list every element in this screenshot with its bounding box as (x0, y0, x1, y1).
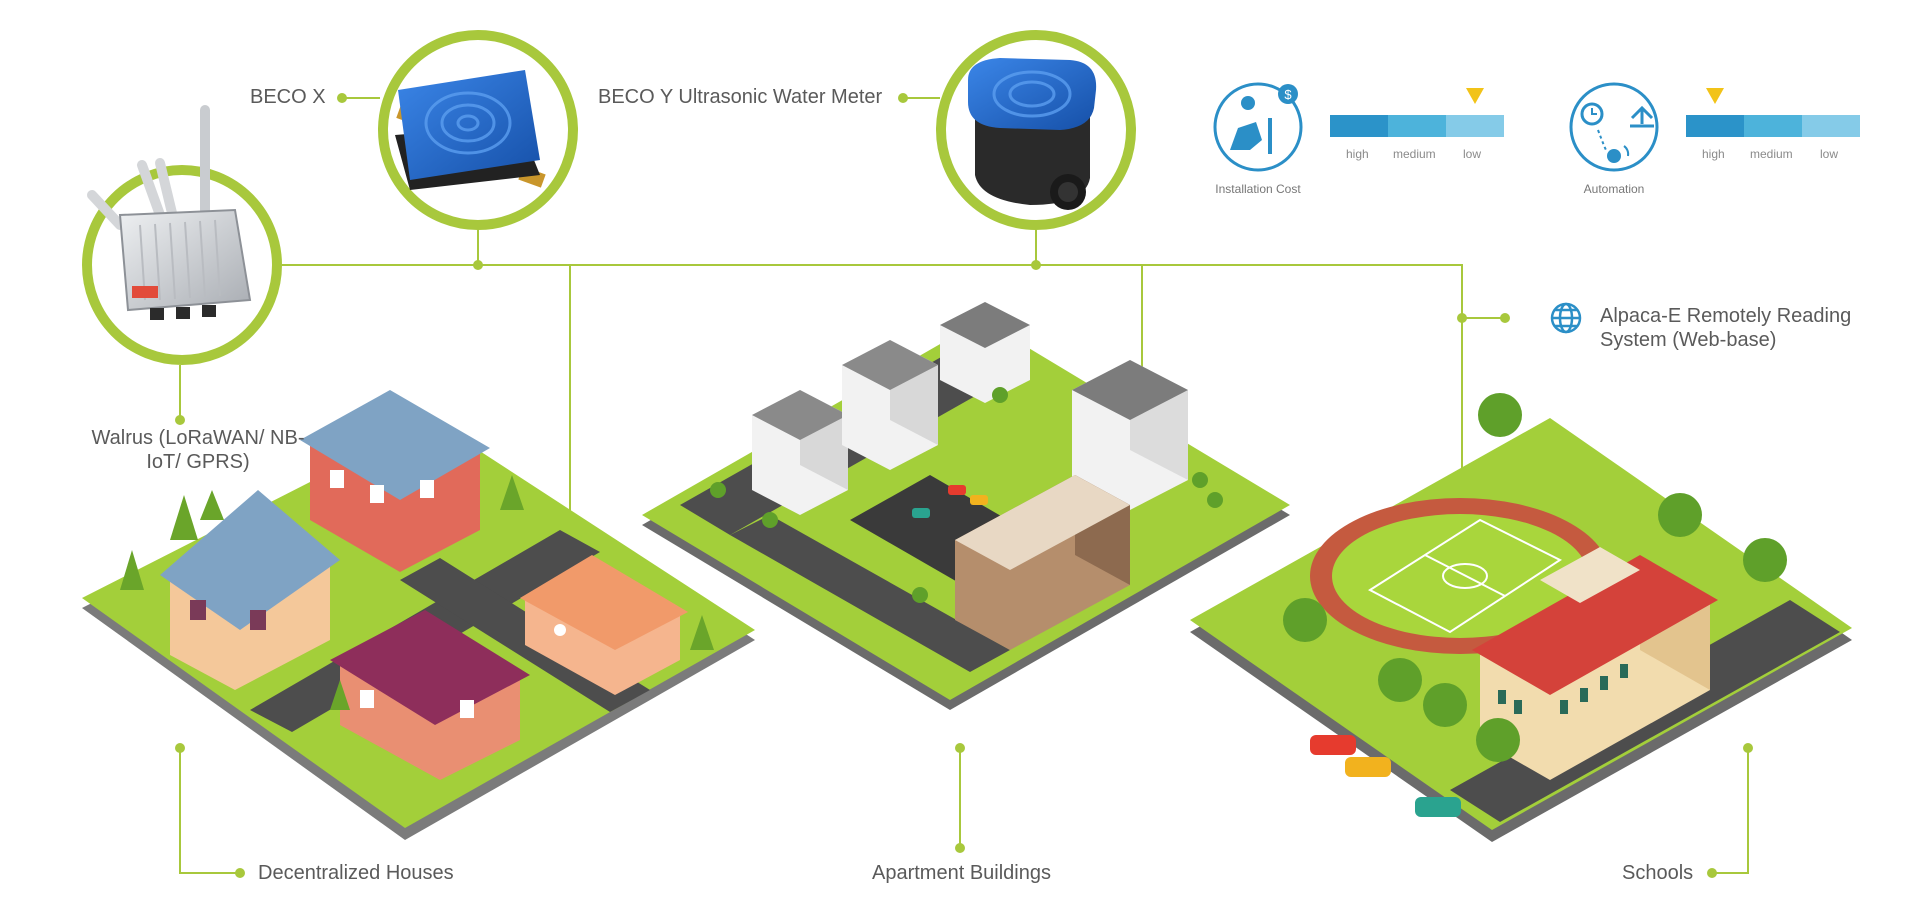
installation-cost-marker (1466, 88, 1484, 104)
apartment-block-2 (842, 340, 938, 470)
apartment-block-1 (752, 390, 848, 515)
beco-y-meter (936, 30, 1136, 230)
line-houses-label (179, 748, 240, 874)
trees-apartments (710, 387, 1223, 603)
beco-x-label: BECO X (250, 86, 326, 108)
schools-label: Schools (1622, 862, 1694, 884)
installation-cost-scale-high: high (1346, 147, 1369, 161)
automation-scale-low: low (1820, 147, 1839, 161)
installation-cost-bar (1330, 115, 1504, 137)
installation-cost-rating: $ (1213, 82, 1504, 172)
houses-label: Decentralized Houses (258, 862, 454, 884)
installation-cost-label: Installation Cost (1215, 182, 1301, 196)
installation-cost-scale-low: low (1463, 147, 1482, 161)
antenna-icon (87, 105, 210, 230)
beco-y-label: BECO Y Ultrasonic Water Meter (598, 86, 883, 108)
beco-x-meter (378, 30, 578, 230)
installation-cost-scale-medium: medium (1393, 147, 1436, 161)
system-label: Alpaca-E Remotely Reading System (Web-ba… (1600, 305, 1852, 351)
trees-schools (1283, 393, 1787, 762)
bus-line (282, 264, 1505, 319)
house-3 (330, 610, 530, 780)
installer-cost-icon: $ (1213, 82, 1303, 172)
globe-icon (1550, 302, 1582, 334)
line-schools-label (1712, 748, 1749, 874)
house-1 (160, 490, 340, 690)
apartments-tile (642, 302, 1290, 710)
house-2 (300, 390, 490, 572)
apartment-block-brown (955, 475, 1130, 650)
svg-text:$: $ (1284, 87, 1292, 102)
trees-houses (120, 475, 714, 710)
automation-icon (1569, 82, 1659, 172)
apartment-block-3 (940, 302, 1030, 403)
house-4 (520, 555, 688, 695)
apartment-block-4 (1072, 360, 1188, 510)
automation-label: Automation (1583, 182, 1645, 196)
gateway-label: Walrus (LoRaWAN/ NB-IoT/ GPRS) (91, 427, 305, 473)
houses-tile (82, 390, 755, 840)
school-building (1472, 547, 1718, 780)
automation-marker (1706, 88, 1724, 104)
cars-schools (1310, 735, 1461, 817)
apartments-label: Apartment Buildings (872, 862, 1051, 884)
automation-bar (1686, 115, 1860, 137)
automation-rating (1569, 82, 1860, 172)
schools-tile (1190, 393, 1852, 842)
gateway-device (82, 105, 282, 365)
automation-scale-medium: medium (1750, 147, 1793, 161)
cars-apartments (912, 485, 988, 518)
automation-scale-high: high (1702, 147, 1725, 161)
connection-lines (179, 97, 1749, 874)
